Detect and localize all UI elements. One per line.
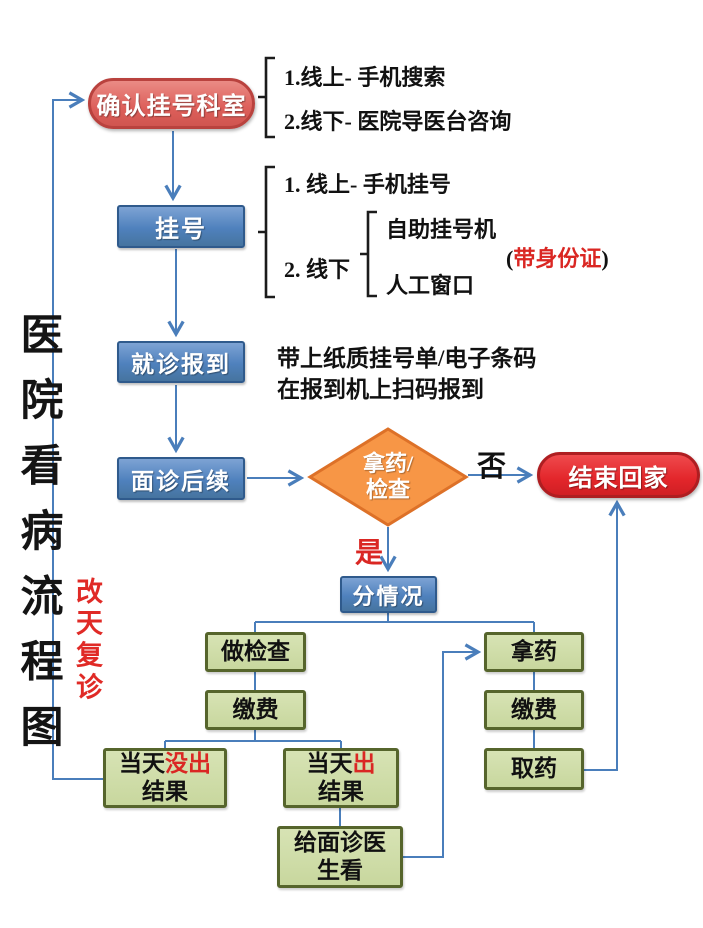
offline-option-self-machine: 自助挂号机 [386, 217, 497, 242]
decision-line1: 拿药/ [362, 450, 414, 476]
node-decision-label: 拿药/ 检查 [328, 450, 448, 504]
node-end-home-label: 结束回家 [568, 465, 669, 492]
confirm-option-1: 1.线上- 手机搜索 [284, 65, 446, 90]
node-pickup-medicine: 取药 [484, 748, 584, 790]
node-pay-left: 缴费 [205, 690, 306, 730]
edge-label-no: 否 [477, 451, 507, 483]
node-result-not-out: 当天没出 结果 [103, 748, 227, 808]
node-do-exam-label: 做检查 [221, 639, 290, 665]
node-show-doctor-label: 给面诊医生看 [294, 830, 386, 883]
result-out-prefix: 当天 [306, 751, 353, 777]
edge-label-yes: 是 [355, 538, 384, 569]
confirm-option-2: 2.线下- 医院导医台咨询 [284, 109, 512, 134]
bracket-shapes [258, 56, 377, 299]
node-split-case: 分情况 [340, 576, 437, 613]
id-note-paren-open: ( [506, 246, 514, 271]
result-not-out-line1: 当天没出 [119, 750, 211, 778]
result-not-out-prefix: 当天 [119, 751, 165, 777]
node-get-medicine-label: 拿药 [511, 639, 557, 665]
node-followup-label: 面诊后续 [131, 468, 231, 494]
id-note-text: 带身份证 [513, 246, 602, 271]
node-do-exam: 做检查 [205, 632, 306, 672]
register-online-option: 1. 线上- 手机挂号 [284, 172, 451, 197]
id-card-note: (带身份证) [506, 241, 609, 273]
node-pay-right-label: 缴费 [511, 697, 557, 723]
page-title: 医院看病流程图 [14, 312, 61, 770]
node-result-out: 当天出 结果 [283, 748, 399, 808]
connector-lines [52, 91, 626, 858]
revisit-note: 改天复诊 [72, 577, 102, 705]
result-not-out-highlight: 没出 [165, 751, 211, 777]
node-pay-right: 缴费 [484, 690, 584, 730]
node-show-doctor: 给面诊医生看 [277, 826, 403, 888]
node-followup: 面诊后续 [117, 457, 245, 500]
node-checkin-label: 就诊报到 [131, 352, 231, 377]
node-register-label: 挂号 [155, 217, 207, 243]
result-not-out-suffix: 结果 [142, 779, 188, 804]
register-offline-label: 2. 线下 [284, 257, 351, 282]
node-pay-left-label: 缴费 [232, 697, 279, 723]
checkin-note-line1: 带上纸质挂号单/电子条码 [277, 346, 537, 371]
checkin-note-line2: 在报到机上扫码报到 [277, 377, 484, 402]
node-confirm-dept-label: 确认挂号科室 [96, 94, 247, 120]
offline-option-manual-window: 人工窗口 [386, 273, 475, 298]
decision-line2: 检查 [365, 477, 410, 502]
result-out-line1: 当天出 [307, 750, 376, 778]
result-out-highlight: 出 [352, 751, 376, 777]
node-register: 挂号 [117, 205, 245, 248]
node-split-case-label: 分情况 [352, 583, 425, 609]
id-note-paren-close: ) [601, 246, 609, 271]
decision-diamond [307, 427, 469, 527]
node-end-home: 结束回家 [537, 452, 700, 498]
node-confirm-dept: 确认挂号科室 [88, 78, 255, 129]
node-pickup-medicine-label: 取药 [511, 756, 557, 782]
result-out-suffix: 结果 [318, 779, 364, 804]
node-checkin: 就诊报到 [117, 341, 245, 383]
node-get-medicine: 拿药 [484, 632, 584, 672]
